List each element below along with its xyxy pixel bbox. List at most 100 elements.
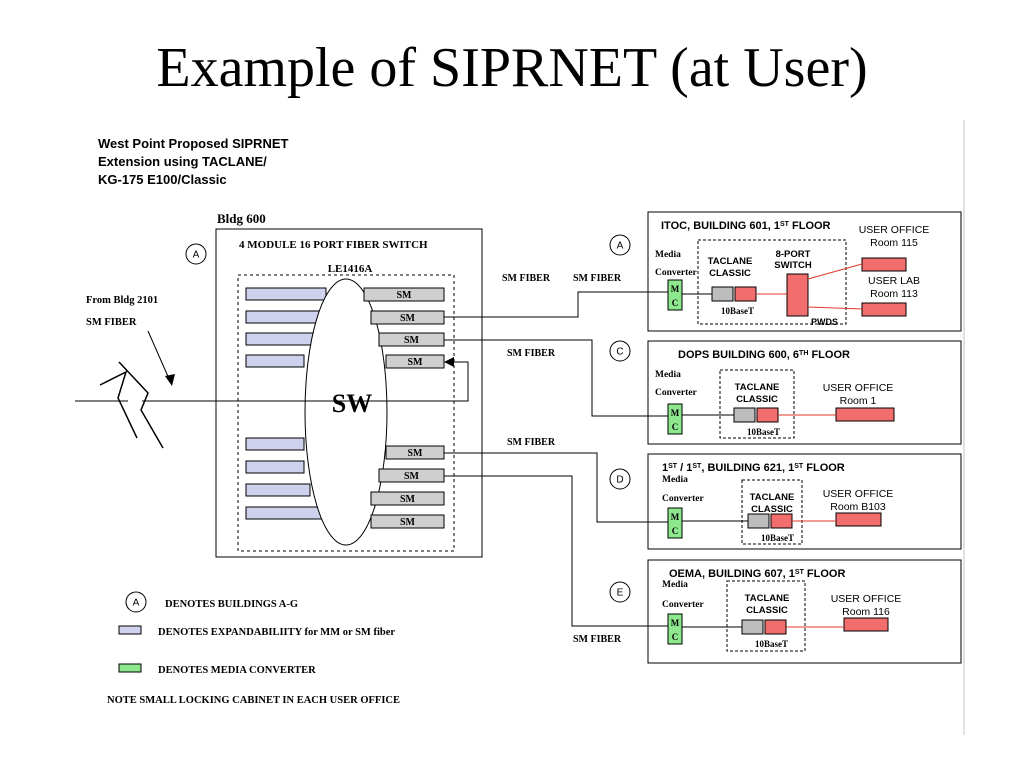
incoming-fiber-arrowhead (444, 357, 454, 367)
building-title: OEMA, BUILDING 607, 1ST FLOOR (669, 568, 845, 580)
sm-port-label: SM (400, 517, 416, 528)
diagram-heading-line: West Point Proposed SIPRNET (98, 136, 289, 151)
sm-port-label: SM (404, 335, 420, 346)
sm-port (385, 354, 445, 369)
fiber-run-a (444, 291, 668, 318)
classic-label: CLASSIC (736, 394, 778, 405)
building-box (647, 211, 962, 332)
building-box (647, 559, 962, 664)
building-marker-circle (609, 581, 631, 603)
switch-to-office-link (807, 263, 863, 280)
break-symbol-left (99, 370, 138, 439)
eight-port-label: 8-PORT (776, 249, 811, 260)
building-box (647, 340, 962, 445)
user-office-box (861, 302, 907, 317)
building-title-sup: ST (794, 463, 804, 470)
legend-expand-swatch (118, 625, 142, 635)
expandability-port (245, 310, 327, 324)
converter-label: Converter (655, 388, 697, 398)
taclane-unit-gray (733, 407, 756, 423)
switch-label: SWITCH (774, 260, 812, 271)
fiber-pointer-arrowhead (165, 374, 175, 386)
break-symbol-right (118, 361, 164, 449)
building-marker-label: A (133, 598, 140, 609)
media-label: Media (662, 475, 688, 485)
building-marker-label: D (616, 475, 623, 486)
building-marker-circle (609, 340, 631, 362)
user-office-label: USER LAB (868, 275, 920, 287)
building-title-part: ITOC, BUILDING 601, 1 (661, 220, 780, 232)
fiber-label-a2: SM FIBER (573, 273, 622, 284)
sm-port-label: SM (400, 494, 416, 505)
user-office-box (835, 407, 895, 422)
sm-port (370, 514, 445, 529)
bldg-600-label: Bldg 600 (217, 211, 266, 226)
expandability-port (245, 437, 305, 451)
legend-media-swatch (118, 663, 142, 673)
taclane-unit-gray (741, 619, 764, 635)
building-title: 1ST / 1ST, BUILDING 621, 1ST FLOOR (662, 462, 845, 474)
user-office-label: USER OFFICE (823, 382, 894, 394)
building-marker-label: A (193, 250, 200, 261)
taclane-unit-red (734, 286, 757, 302)
building-title-part: / 1 (677, 462, 692, 474)
user-office-room: Room 115 (870, 237, 918, 249)
legend-expand: DENOTES EXPANDABILIITY for MM or SM fibe… (158, 627, 395, 638)
user-office-room: Room B103 (830, 501, 886, 513)
media-converter-c: C (672, 298, 679, 308)
building-title: ITOC, BUILDING 601, 1ST FLOOR (661, 220, 831, 232)
expandability-port (245, 354, 305, 368)
taclane-unit-red (756, 407, 779, 423)
user-office-label: USER OFFICE (831, 593, 902, 605)
switch-enclosure (215, 228, 483, 558)
incoming-fiber-line (75, 361, 469, 402)
eight-port-switch-box (786, 273, 809, 317)
taclane-label: TACLANE (750, 492, 795, 503)
classic-label: CLASSIC (746, 605, 788, 616)
media-converter-m: M (671, 512, 680, 522)
tenbase-label: 10BaseT (747, 427, 780, 437)
building-marker-label: E (617, 588, 624, 599)
building-title-sup: ST (780, 221, 790, 228)
taclane-enclosure (741, 479, 803, 545)
tenbase-label: 10BaseT (721, 306, 754, 316)
media-converter-c: C (672, 422, 679, 432)
taclane-label: TACLANE (708, 256, 753, 267)
taclane-enclosure (697, 239, 847, 325)
sm-port-label: SM (408, 357, 424, 368)
from-bldg-label: From Bldg 2101 (86, 295, 158, 306)
media-converter-m: M (671, 618, 680, 628)
building-title-sup: ST (795, 569, 805, 576)
classic-label: CLASSIC (751, 504, 793, 515)
building-box (647, 453, 962, 550)
media-converter-box (667, 507, 683, 539)
media-converter-box (667, 403, 683, 435)
user-office-box (843, 617, 889, 632)
expandability-port (245, 332, 321, 346)
user-office-box (861, 257, 907, 272)
building-title-part: FLOOR (804, 568, 846, 580)
sm-port-label: SM (408, 448, 424, 459)
taclane-unit-gray (711, 286, 734, 302)
fiber-run-d (444, 452, 668, 523)
legend-buildings: DENOTES BUILDINGS A-G (165, 599, 298, 610)
media-converter-m: M (671, 408, 680, 418)
sm-port (363, 287, 445, 302)
switch-title: 4 MODULE 16 PORT FIBER SWITCH (239, 239, 428, 251)
media-converter-m: M (671, 284, 680, 294)
fiber-label-c: SM FIBER (507, 348, 556, 359)
fiber-pointer-line (147, 330, 171, 382)
building-title-part: FLOOR (808, 349, 850, 361)
building-title-part: DOPS BUILDING 600, 6 (678, 349, 799, 361)
switch-module-area (237, 274, 455, 552)
building-marker-circle (125, 591, 147, 613)
building-marker-circle (609, 468, 631, 490)
building-title-part: FLOOR (789, 220, 831, 232)
tenbase-label: 10BaseT (755, 639, 788, 649)
fiber-run-c (444, 339, 668, 417)
media-converter-c: C (672, 526, 679, 536)
user-office-label: USER OFFICE (859, 224, 930, 236)
building-title-part: , BUILDING 621, 1 (701, 462, 794, 474)
media-converter-box (667, 613, 683, 645)
building-title-part: FLOOR (803, 462, 845, 474)
